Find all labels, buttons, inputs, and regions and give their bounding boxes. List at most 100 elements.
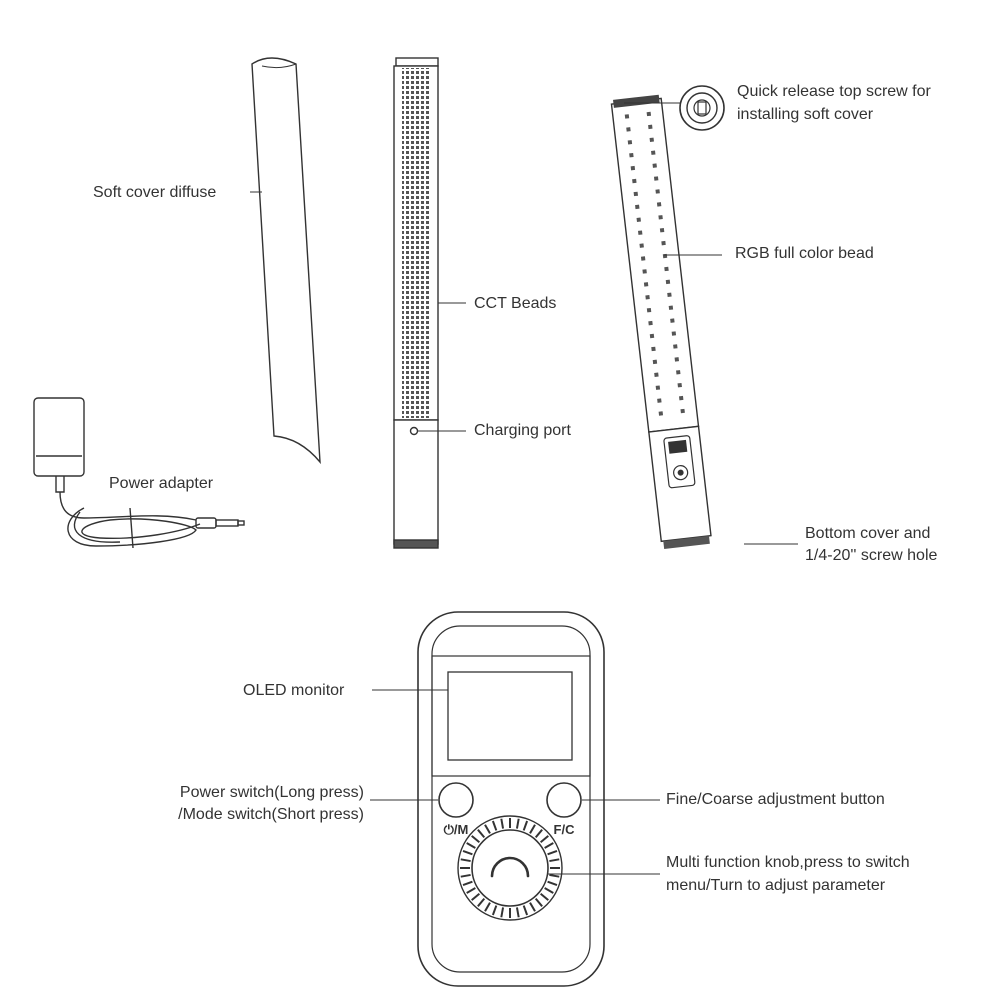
knob-tooth	[471, 835, 481, 844]
knob-tooth	[539, 892, 549, 901]
rgb-bead	[651, 346, 656, 352]
knob-tooth	[491, 905, 498, 916]
rgb-bead-label: RGB full color bead	[735, 245, 874, 262]
rgb-bead	[668, 305, 674, 310]
rgb-bead	[648, 320, 653, 326]
fine-coarse-button	[546, 782, 582, 818]
cct-bead-grid	[402, 68, 430, 418]
knob-tooth	[484, 902, 491, 912]
knob-tooth	[462, 880, 473, 887]
rgb-bead	[646, 307, 652, 313]
knob-teeth	[460, 818, 560, 918]
power-switch-label-line1: Power switch(Long press)	[179, 784, 364, 801]
rgb-bead	[635, 204, 640, 210]
knob-tooth	[522, 820, 529, 831]
knob-tooth	[471, 892, 481, 901]
rgb-bead	[673, 344, 678, 349]
rgb-bead	[630, 165, 636, 171]
knob-tooth	[544, 842, 554, 849]
rgb-bead	[627, 140, 633, 145]
knob-tooth	[491, 820, 498, 831]
control-panel	[417, 611, 605, 987]
knob-tooth	[539, 835, 549, 844]
soft-cover-label: Soft cover diffuse	[93, 184, 217, 201]
rgb-bead	[665, 279, 671, 285]
power-adapter	[33, 397, 245, 549]
knob-inner	[471, 829, 549, 907]
rgb-bead	[655, 189, 660, 194]
knob-arc-icon	[490, 856, 530, 878]
knob-tooth	[534, 829, 543, 839]
oled-screen	[447, 671, 573, 761]
bottom-cover-label-line2: 1/4-20'' screw hole	[805, 547, 938, 564]
power-switch-label-line2: /Mode switch(Short press)	[178, 806, 364, 823]
rgb-bead	[649, 333, 655, 339]
rgb-bead	[642, 269, 647, 274]
knob-tooth	[477, 897, 486, 907]
rgb-bead	[652, 163, 657, 168]
bottom-cover-label-line1: Bottom cover and	[805, 525, 931, 542]
rgb-bead	[633, 191, 639, 197]
knob-tooth	[515, 818, 520, 829]
knob-tooth	[500, 907, 505, 918]
rgb-bead	[677, 382, 682, 388]
rgb-bead	[651, 150, 656, 155]
knob-tooth	[547, 849, 558, 856]
quick-release-screw-icon	[679, 85, 725, 131]
rgb-bead	[645, 295, 650, 300]
cct-beads-label: CCT Beads	[474, 295, 557, 312]
rgb-bead	[661, 240, 666, 246]
rgb-bead	[656, 202, 662, 207]
rgb-bead	[624, 114, 630, 119]
rgb-bead	[646, 111, 652, 117]
rgb-bead	[648, 124, 653, 130]
knob-label-line2: menu/Turn to adjust parameter	[666, 877, 886, 894]
knob-outer	[457, 815, 563, 921]
knob-tooth	[515, 907, 520, 918]
soft-cover-tube	[251, 57, 321, 465]
knob-tooth	[466, 887, 476, 894]
rgb-bead	[632, 178, 637, 184]
rgb-bead	[657, 398, 662, 403]
rgb-bead	[643, 282, 649, 287]
rgb-bead	[626, 127, 631, 132]
rgb-bead	[649, 137, 654, 142]
power-mode-button-label: ⏻/M	[444, 822, 469, 837]
rgb-bead	[659, 227, 665, 233]
knob-tooth	[484, 824, 491, 834]
rgb-bead	[655, 385, 661, 390]
rgb-bead	[670, 318, 675, 323]
rgb-bead	[671, 331, 677, 336]
knob-tooth	[466, 842, 476, 849]
knob-tooth	[522, 905, 529, 916]
rgb-bead	[676, 370, 681, 375]
knob-tooth	[529, 824, 536, 834]
knob-tooth	[529, 902, 536, 912]
knob-tooth	[462, 849, 473, 856]
rgb-bead	[629, 152, 634, 158]
quick-release-label-line1: Quick release top screw for	[737, 83, 931, 100]
rgb-bead	[678, 395, 684, 401]
rgb-bead	[662, 253, 668, 259]
fine-coarse-button-label: F/C	[554, 822, 576, 837]
rgb-bead	[653, 176, 659, 181]
fine-coarse-label: Fine/Coarse adjustment button	[666, 791, 885, 808]
rgb-bead	[664, 266, 669, 272]
knob-tooth	[477, 829, 486, 839]
rgb-bead	[658, 215, 663, 220]
rgb-bead	[674, 357, 680, 362]
rgb-bead	[667, 292, 672, 297]
oled-monitor-label: OLED monitor	[243, 682, 345, 699]
rgb-bead	[638, 230, 643, 235]
knob-tooth	[460, 858, 471, 863]
quick-release-label-line2: installing soft cover	[737, 106, 874, 123]
cct-light-stick	[393, 57, 439, 549]
rgb-bead	[654, 372, 659, 377]
rgb-bead	[636, 217, 641, 222]
knob-tooth	[460, 873, 471, 878]
charging-port-label: Charging port	[474, 422, 571, 439]
rgb-bead	[658, 411, 664, 416]
knob-tooth	[534, 897, 543, 907]
